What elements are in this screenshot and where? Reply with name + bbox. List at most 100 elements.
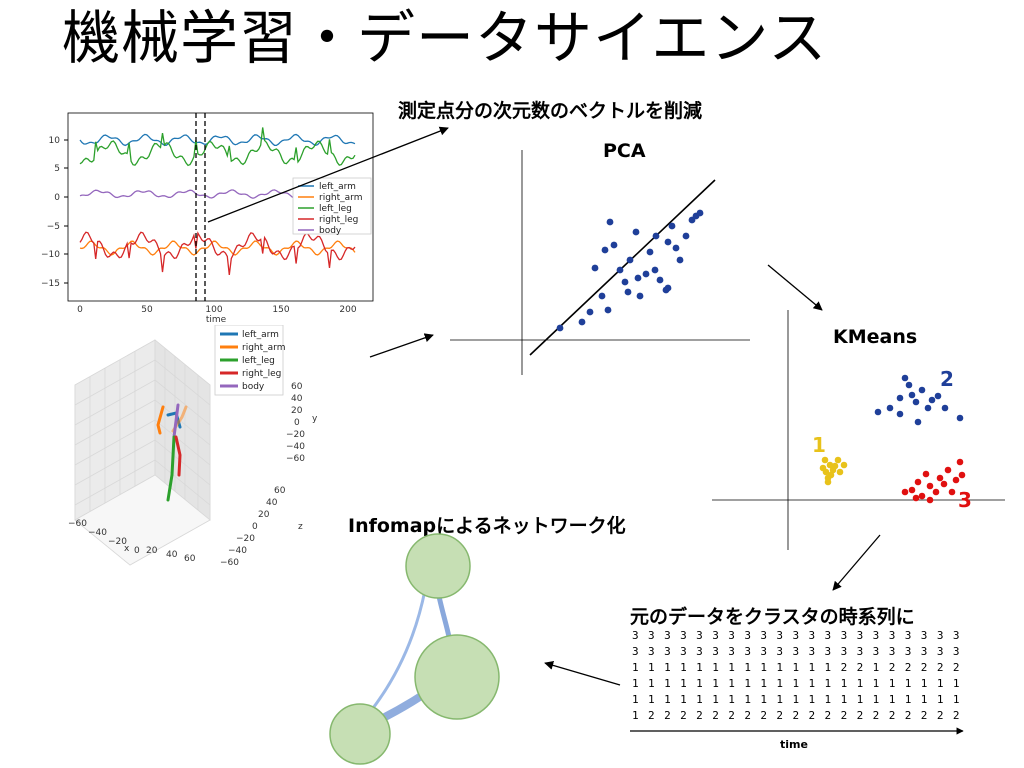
z-tick: 0 — [252, 522, 258, 532]
kmeans-point — [834, 456, 842, 464]
edge-top-large — [435, 589, 453, 645]
kmeans-point — [940, 480, 948, 488]
legend-label: left_leg — [319, 204, 352, 214]
kmeans-point — [926, 482, 934, 490]
y-tick: 0 — [54, 193, 60, 203]
y-tick: 20 — [291, 406, 303, 416]
pca-point — [676, 256, 684, 264]
x-tick: 50 — [141, 305, 153, 315]
legend-label: left_arm — [319, 182, 356, 192]
pca-point — [682, 232, 690, 240]
kmeans-point — [836, 468, 844, 476]
kmeans-point — [941, 404, 949, 412]
legend-label: right_arm — [242, 343, 285, 353]
time-axis-label: time — [780, 738, 808, 751]
x-tick: −40 — [88, 528, 107, 538]
legend-label: right_leg — [242, 369, 281, 379]
kmeans-point — [956, 458, 964, 466]
skeleton-z-ticks: 60 40 20 0 −20 −40 −60 z — [220, 486, 303, 568]
cluster-row: 1 1 1 1 1 1 1 1 1 1 1 1 1 1 1 1 1 1 1 1 … — [632, 693, 960, 706]
skeleton-y-ticks: 60 40 20 0 −20 −40 −60 y — [286, 382, 318, 464]
kmeans-point — [886, 404, 894, 412]
kmeans-point — [901, 488, 909, 496]
cluster-sequence-table: 3 3 3 3 3 3 3 3 3 3 3 3 3 3 3 3 3 3 3 3 … — [632, 628, 960, 724]
pca-point — [598, 292, 606, 300]
x-axis-label: x — [124, 544, 130, 554]
legend-label: right_leg — [319, 215, 358, 225]
kmeans-point — [840, 461, 848, 469]
y-tick: −10 — [41, 250, 60, 260]
y-tick: −15 — [41, 279, 60, 289]
y-tick: 0 — [294, 418, 300, 428]
x-tick: 100 — [205, 305, 222, 315]
time-axis — [630, 727, 964, 735]
pca-point — [636, 292, 644, 300]
pca-points — [556, 209, 704, 332]
kmeans-point — [918, 386, 926, 394]
pca-point — [586, 308, 594, 316]
x-tick: 150 — [272, 305, 289, 315]
pca-point — [601, 246, 609, 254]
pca-point — [651, 266, 659, 274]
edge-top-bottom — [368, 588, 427, 714]
x-tick: 200 — [339, 305, 356, 315]
arrow-to-network — [544, 660, 621, 686]
slide-title: 機械学習・データサイエンス — [62, 4, 828, 72]
kmeans-point — [905, 381, 913, 389]
legend-label: body — [319, 226, 342, 236]
dimension-reduction-caption: 測定点分の次元数のベクトルを削減 — [398, 100, 703, 122]
kmeans-point — [824, 478, 832, 486]
kmeans-point — [821, 456, 829, 464]
kmeans-point — [912, 494, 920, 502]
pca-point — [610, 241, 618, 249]
pca-point — [621, 278, 629, 286]
network-node-bottom[interactable] — [329, 703, 391, 765]
pca-point — [696, 209, 704, 217]
cluster-row: 1 1 1 1 1 1 1 1 1 1 1 1 1 2 2 1 2 2 2 2 … — [632, 661, 960, 674]
timeseries-plot: 10 5 0 −5 −10 −15 0 50 100 150 200 time … — [41, 112, 374, 325]
pca-point — [604, 306, 612, 314]
kmeans-point — [922, 470, 930, 478]
skeleton-x-ticks: −60 −40 −20 0 20 40 60 x — [68, 519, 196, 564]
kmeans-point — [914, 418, 922, 426]
timeseries-y-ticks: 10 5 0 −5 −10 −15 — [41, 136, 68, 289]
pca-point — [616, 266, 624, 274]
infomap-network — [329, 533, 500, 765]
kmeans-point — [936, 474, 944, 482]
arrow-to-kmeans — [767, 264, 823, 311]
pca-point — [646, 248, 654, 256]
y-tick: −40 — [286, 442, 305, 452]
skeleton-grid — [74, 339, 211, 566]
network-node-large[interactable] — [414, 634, 500, 720]
z-tick: 20 — [258, 510, 270, 520]
kmeans-point — [896, 394, 904, 402]
z-axis-label: z — [298, 522, 303, 532]
pca-point — [642, 270, 650, 278]
kmeans-point — [956, 414, 964, 422]
kmeans-point — [932, 488, 940, 496]
timeseries-x-ticks: 0 50 100 150 200 time — [77, 305, 357, 325]
y-tick: 5 — [54, 164, 60, 174]
pca-point — [624, 288, 632, 296]
cluster-row: 1 1 1 1 1 1 1 1 1 1 1 1 1 1 1 1 1 1 1 1 … — [632, 677, 960, 690]
kmeans-point — [819, 464, 827, 472]
pca-point — [606, 218, 614, 226]
kmeans-point — [908, 391, 916, 399]
kmeans-point — [908, 486, 916, 494]
x-tick: 60 — [184, 554, 196, 564]
x-tick: −60 — [68, 519, 87, 529]
series-line — [79, 127, 356, 167]
cluster-row: 1 2 2 2 2 2 2 2 2 2 2 2 2 2 2 2 2 2 2 2 … — [632, 709, 960, 722]
cluster-label-1: 1 — [812, 433, 826, 457]
pca-point — [578, 318, 586, 326]
kmeans-point — [928, 396, 936, 404]
kmeans-point — [912, 398, 920, 406]
pca-point — [664, 238, 672, 246]
network-node-top[interactable] — [405, 533, 471, 599]
pca-point — [632, 228, 640, 236]
y-tick: 40 — [291, 394, 303, 404]
pca-point — [664, 284, 672, 292]
kmeans-point — [901, 374, 909, 382]
kmeans-point — [826, 461, 834, 469]
